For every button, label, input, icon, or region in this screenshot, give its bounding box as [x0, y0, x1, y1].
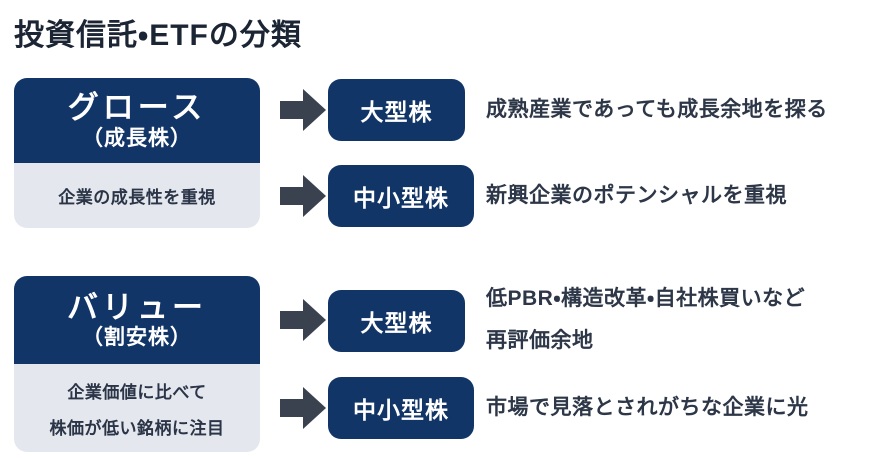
desc-small-mid-cap-growth: 新興企業のポテンシャルを重視 [486, 184, 787, 207]
card-growth-name: グロース [67, 90, 207, 126]
arrow-head [303, 89, 326, 131]
card-value-note: 企業価値に比べて 株価が低い銘柄に注目 [14, 364, 260, 452]
card-value-subname: （割安株） [82, 326, 192, 350]
arrow-shaft [280, 101, 303, 119]
card-value-header: バリュー （割安株） [14, 276, 260, 364]
card-growth: グロース （成長株） 企業の成長性を重視 [14, 78, 260, 228]
pill-large-cap-growth: 大型株 [328, 79, 465, 141]
card-growth-note: 企業の成長性を重視 [14, 163, 260, 228]
right-arrow-icon [280, 299, 326, 341]
pill-small-mid-cap-value: 中小型株 [328, 377, 474, 439]
card-value-note-line: 株価が低い銘柄に注目 [49, 418, 225, 438]
desc-large-cap-value: 低PBR・構造改革・自社株買いなど 再評価余地 [486, 287, 806, 352]
arrow-head [303, 175, 326, 217]
card-growth-subname: （成長株） [82, 126, 192, 150]
arrow-head [303, 387, 326, 429]
arrow-shaft [280, 311, 303, 329]
desc-small-mid-cap-value: 市場で見落とされがちな企業に光 [486, 396, 809, 419]
arrow-shaft [280, 187, 303, 205]
card-value-name: バリュー [67, 289, 207, 325]
right-arrow-icon [280, 175, 326, 217]
card-growth-header: グロース （成長株） [14, 78, 260, 163]
card-value: バリュー （割安株） 企業価値に比べて 株価が低い銘柄に注目 [14, 276, 260, 452]
page-title: 投資信託・ETFの分類 [14, 19, 302, 52]
arrow-head [303, 299, 326, 341]
pill-large-cap-value: 大型株 [328, 290, 465, 352]
card-growth-note-line: 企業の成長性を重視 [58, 188, 216, 207]
right-arrow-icon [280, 387, 326, 429]
desc-large-cap-growth: 成熟産業であっても成長余地を探る [486, 98, 828, 121]
card-value-note-line: 企業価値に比べて [67, 382, 207, 402]
right-arrow-icon [280, 89, 326, 131]
arrow-shaft [280, 399, 303, 417]
pill-small-mid-cap-growth: 中小型株 [328, 165, 474, 227]
